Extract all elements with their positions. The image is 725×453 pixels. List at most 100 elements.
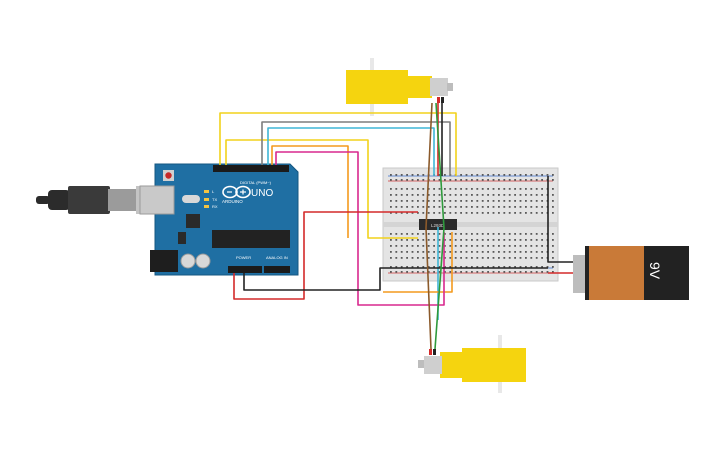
breadboard-hole: [476, 245, 479, 247]
breadboard-hole: [525, 194, 527, 196]
breadboard-hole: [487, 233, 489, 235]
breadboard-hole: [471, 212, 473, 214]
breadboard-hole: [471, 188, 473, 190]
breadboard-hole: [530, 245, 533, 247]
breadboard-hole: [438, 179, 441, 181]
breadboard-hole: [481, 188, 484, 190]
breadboard-hole: [519, 245, 522, 247]
breadboard-hole: [400, 266, 403, 268]
breadboard-hole: [514, 194, 516, 196]
breadboard-hole: [390, 188, 392, 190]
breadboard-hole: [503, 179, 506, 181]
breadboard-hole: [444, 206, 446, 208]
breadboard-hole: [552, 239, 554, 241]
breadboard-hole: [492, 174, 495, 176]
breadboard-hole: [503, 245, 506, 247]
breadboard-hole: [514, 251, 516, 253]
breadboard-hole: [411, 174, 414, 176]
breadboard-hole: [552, 206, 554, 208]
breadboard-hole: [390, 212, 392, 214]
breadboard-hole: [525, 239, 527, 241]
breadboard-hole: [390, 179, 392, 181]
breadboard-hole: [508, 212, 511, 214]
led-rx: [204, 205, 209, 208]
breadboard-hole: [460, 179, 462, 181]
battery-body: [589, 246, 644, 300]
breadboard-hole: [552, 188, 554, 190]
breadboard-hole: [395, 194, 398, 196]
breadboard-hole: [411, 245, 414, 247]
breadboard-hole: [406, 179, 408, 181]
breadboard-hole: [552, 212, 554, 214]
breadboard-hole: [427, 271, 430, 273]
breadboard-hole: [492, 266, 495, 268]
breadboard-hole: [454, 179, 457, 181]
breadboard-hole: [460, 188, 462, 190]
breadboard-hole: [481, 257, 484, 259]
breadboard-hole: [411, 251, 414, 253]
digital-pin-header[interactable]: [213, 165, 289, 172]
breadboard-hole: [508, 179, 511, 181]
breadboard-hole: [395, 239, 398, 241]
dc-motor-top[interactable]: [346, 58, 453, 116]
breadboard-hole: [552, 179, 554, 181]
breadboard-hole: [487, 266, 489, 268]
breadboard-hole: [519, 194, 522, 196]
breadboard-hole: [427, 233, 430, 235]
breadboard-hole: [552, 251, 554, 253]
breadboard-hole: [406, 200, 408, 202]
breadboard-hole: [400, 194, 403, 196]
breadboard-hole: [498, 239, 500, 241]
breadboard-hole: [492, 179, 495, 181]
breadboard[interactable]: [382, 167, 559, 282]
breadboard-hole: [525, 212, 527, 214]
breadboard-hole: [422, 212, 425, 214]
battery-9v[interactable]: 9V: [573, 246, 689, 300]
breadboard-hole: [417, 179, 419, 181]
breadboard-hole: [535, 179, 538, 181]
breadboard-hole: [444, 239, 446, 241]
breadboard-hole: [460, 200, 462, 202]
breadboard-hole: [427, 200, 430, 202]
breadboard-hole: [503, 212, 506, 214]
breadboard-hole: [449, 194, 452, 196]
breadboard-hole: [460, 174, 462, 176]
breadboard-hole: [530, 174, 533, 176]
breadboard-hole: [514, 179, 516, 181]
breadboard-hole: [552, 233, 554, 235]
power-pin-header[interactable]: [228, 266, 262, 273]
dc-motor-bottom[interactable]: [418, 335, 526, 393]
l293d-driver-chip[interactable]: L293D: [419, 219, 457, 230]
wire-black: [243, 267, 548, 291]
breadboard-hole: [530, 179, 533, 181]
breadboard-hole: [487, 179, 489, 181]
breadboard-hole: [487, 188, 489, 190]
breadboard-hole: [406, 188, 408, 190]
analog-pin-header[interactable]: [264, 266, 290, 273]
breadboard-hole: [481, 233, 484, 235]
breadboard-hole: [465, 251, 468, 253]
breadboard-hole: [460, 233, 462, 235]
breadboard-hole: [508, 206, 511, 208]
breadboard-hole: [411, 266, 414, 268]
breadboard-hole: [492, 200, 495, 202]
breadboard-hole: [487, 251, 489, 253]
breadboard-hole: [487, 257, 489, 259]
breadboard-hole: [395, 206, 398, 208]
breadboard-hole: [417, 271, 419, 273]
breadboard-hole: [519, 251, 522, 253]
breadboard-hole: [530, 200, 533, 202]
breadboard-hole: [395, 257, 398, 259]
breadboard-hole: [449, 200, 452, 202]
breadboard-hole: [530, 257, 533, 259]
arduino-uno-board[interactable]: L TX RX ARDUINO UNO DIGITAL (PWM~) POWER…: [139, 163, 299, 276]
breadboard-hole: [395, 174, 398, 176]
breadboard-hole: [427, 257, 430, 259]
breadboard-hole: [481, 271, 484, 273]
breadboard-hole: [390, 174, 392, 176]
breadboard-hole: [417, 194, 419, 196]
breadboard-hole: [417, 188, 419, 190]
breadboard-hole: [422, 266, 425, 268]
breadboard-hole: [444, 257, 446, 259]
breadboard-hole: [541, 200, 543, 202]
